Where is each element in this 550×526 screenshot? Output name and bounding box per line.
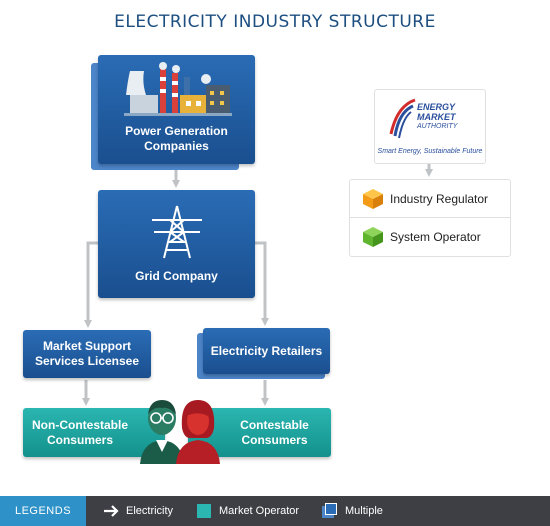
arrow-right-icon [104, 505, 119, 517]
cube-orange-icon [363, 189, 383, 209]
grid-company-node: Grid Company [98, 190, 255, 298]
legend-bar: LEGENDS Electricity Market Operator Mult… [0, 496, 550, 526]
ema-logo-line-2: MARKET [417, 112, 456, 122]
legend-tag: LEGENDS [0, 496, 86, 526]
power-plant-icon [124, 62, 232, 116]
transmission-tower-icon [152, 205, 202, 259]
female-consumer-icon [176, 400, 220, 464]
market-support-node: Market Support Services Licensee [23, 330, 151, 378]
legend-item-electricity: Electricity [126, 505, 174, 517]
ema-logo-line-1: ENERGY [417, 102, 456, 112]
ema-logo-line-3: AUTHORITY [417, 123, 458, 130]
roles-divider [350, 217, 510, 218]
ema-logo-wordmark: ENERGY MARKET AUTHORITY [417, 102, 457, 132]
connector-grid-to-retailers [255, 241, 269, 326]
ema-logo-swoosh-icon [389, 98, 416, 139]
non-contestable-consumers-node: Non-Contestable Consumers [23, 408, 165, 457]
ema-logo-card: ENERGY MARKET AUTHORITY Smart Energy, Su… [374, 89, 486, 164]
page-title: ELECTRICITY INDUSTRY STRUCTURE [114, 12, 436, 32]
teal-square-icon [197, 504, 211, 518]
role-industry-regulator: Industry Regulator [390, 192, 489, 206]
connector-grid-to-market-support [84, 241, 98, 328]
consumers-people-icon [140, 400, 220, 464]
legend-item-multiple: Multiple [345, 505, 383, 517]
cube-green-icon [363, 227, 383, 247]
multiple-square-icon [325, 503, 337, 515]
ema-roles-card: Industry Regulator System Operator [349, 179, 511, 257]
power-generation-label: Power Generation Companies [125, 124, 228, 153]
role-system-operator: System Operator [390, 230, 481, 244]
power-generation-node: Power Generation Companies [98, 55, 255, 164]
electricity-retailers-node: Electricity Retailers [203, 328, 330, 374]
grid-company-label: Grid Company [135, 269, 218, 283]
ema-tagline: Smart Energy, Sustainable Future [377, 148, 483, 155]
male-consumer-icon [140, 400, 184, 464]
legend-item-market-operator: Market Operator [219, 505, 300, 517]
